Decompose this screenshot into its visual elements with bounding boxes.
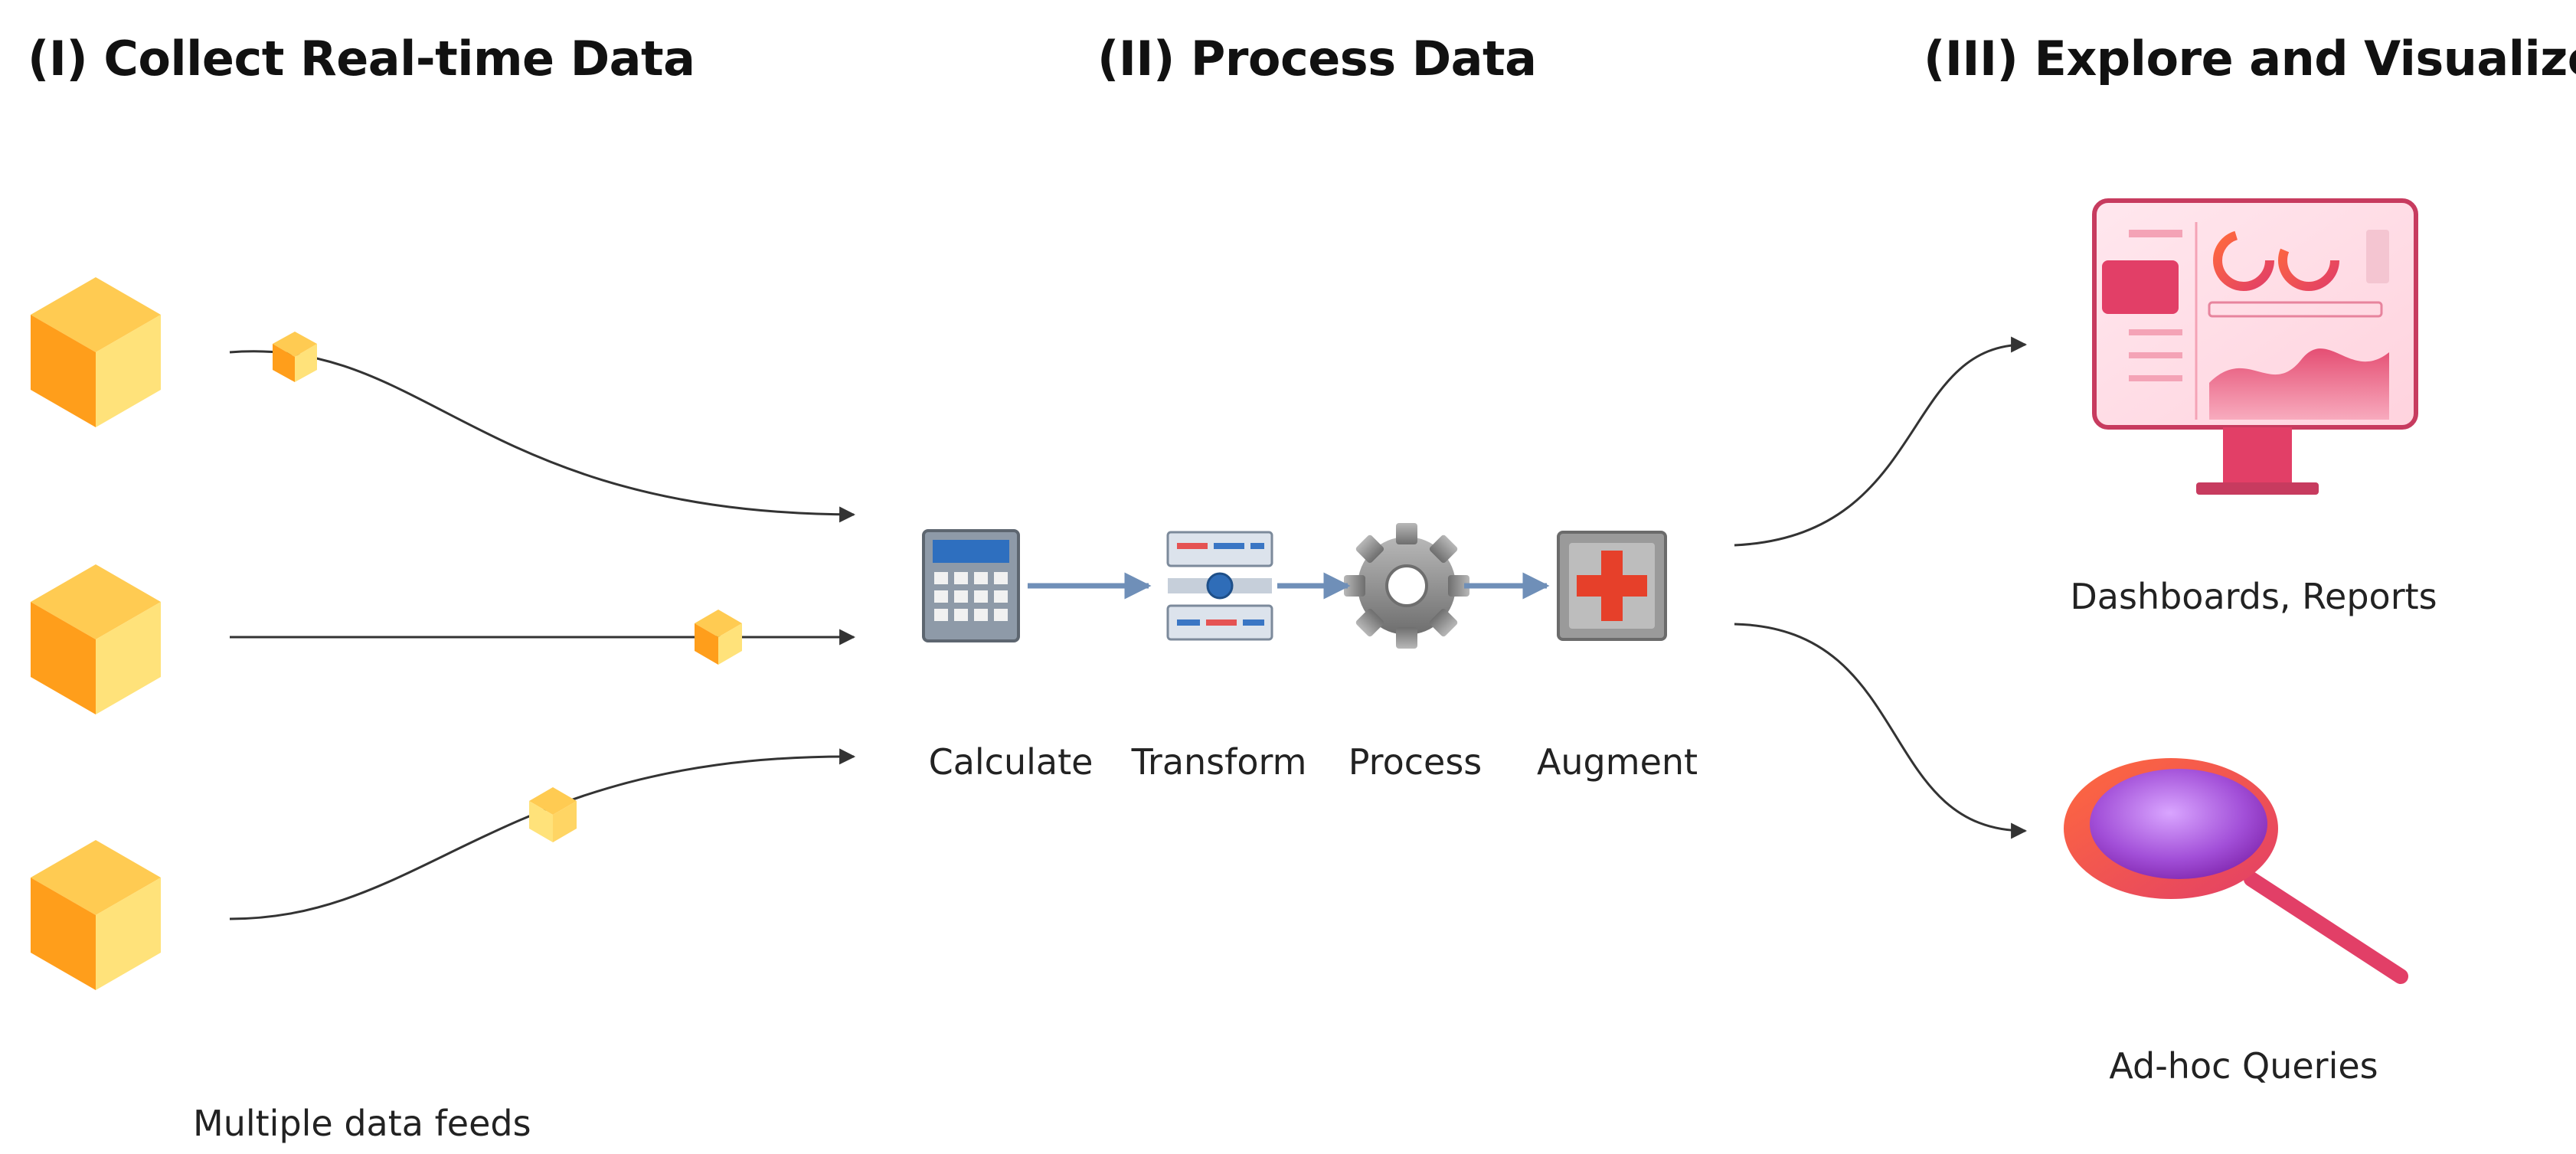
gear-icon: [1344, 523, 1469, 649]
feed-connector-arrow: [229, 748, 856, 920]
section-title-collect: (I) Collect Real-time Data: [28, 31, 695, 87]
output-connector-arrow: [1734, 336, 2028, 547]
calculator-icon: [922, 529, 1020, 642]
data-feed-cube-icon: [31, 564, 161, 714]
step-label-augment: Augment: [1536, 741, 1698, 783]
section-title-process: (II) Process Data: [1097, 31, 1537, 87]
magnifier-icon: [2064, 758, 2408, 984]
transform-icon: [1166, 531, 1273, 641]
output-connector-arrow: [1734, 623, 2028, 839]
step-label-transform: Transform: [1131, 741, 1307, 783]
section-title-explore: (III) Explore and Visualize: [1924, 31, 2576, 87]
output-label-dashboards: Dashboards, Reports: [2070, 576, 2437, 617]
data-feed-cube-icon: [31, 840, 161, 990]
feed-connector-arrow: [229, 350, 856, 523]
step-label-calculate: Calculate: [928, 741, 1093, 783]
dashboard-monitor-icon: [2092, 198, 2418, 495]
caption-data-feeds: Multiple data feeds: [193, 1103, 531, 1144]
data-feed-cube-icon: [31, 277, 161, 427]
data-packet-cube-icon: [695, 610, 742, 665]
data-packet-cube-icon: [273, 332, 317, 382]
output-label-queries: Ad-hoc Queries: [2109, 1045, 2378, 1087]
plus-icon: [1557, 531, 1667, 641]
data-packet-cube-icon: [529, 787, 577, 842]
step-label-process: Process: [1348, 741, 1483, 783]
